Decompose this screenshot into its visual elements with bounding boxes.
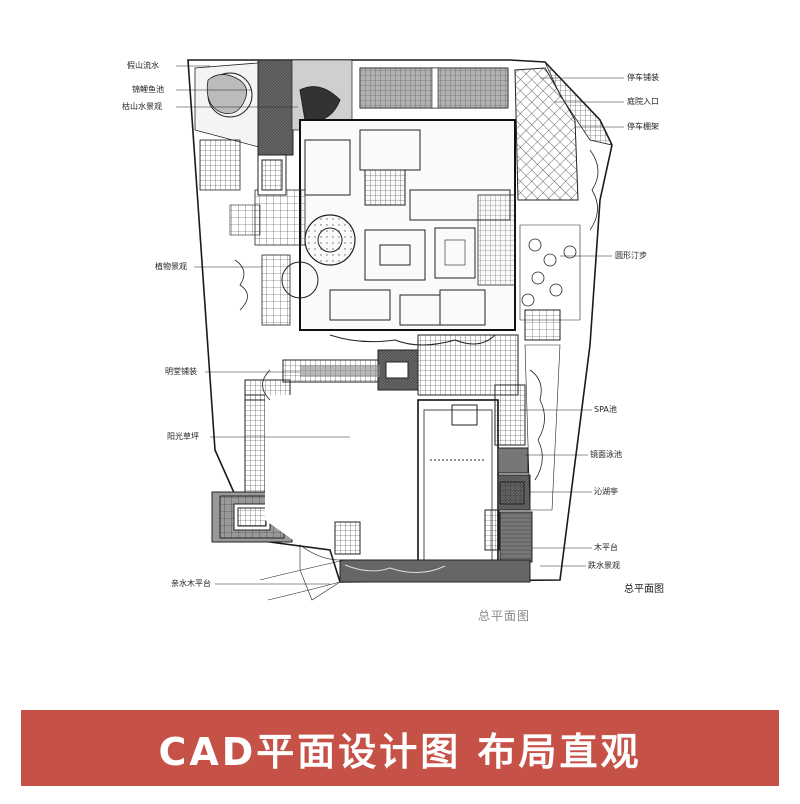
label-courtyard-entrance: 庭院入口	[627, 97, 659, 106]
label-forecourt-paving: 明堂铺装	[165, 367, 197, 376]
label-parking-canopy: 停车棚架	[627, 122, 659, 131]
wood-deck	[499, 511, 533, 563]
label-dry-landscape: 枯山水景观	[122, 102, 162, 111]
leader-lines-left	[176, 65, 350, 585]
label-rockery-waterfall: 假山流水	[127, 61, 159, 70]
round-table	[304, 214, 356, 266]
label-spa-pool: SPA池	[594, 405, 617, 414]
plan-title-right: 总平面图	[624, 584, 664, 595]
banner-text: CAD平面设计图 布局直观	[158, 729, 642, 774]
label-lakeside-pavilion: 沁湖亭	[594, 487, 618, 496]
leader-lines-right	[520, 77, 624, 567]
promo-banner: CAD平面设计图 布局直观	[21, 710, 779, 786]
label-cascade: 跌水景观	[588, 561, 620, 570]
label-plant-landscape: 植物景观	[155, 262, 187, 271]
plan-title-bottom: 总平面图	[478, 609, 531, 623]
label-wood-deck: 木平台	[594, 543, 618, 552]
dry-landscape-deck	[257, 59, 294, 156]
label-round-stepping-stones: 圆形汀步	[615, 251, 647, 260]
label-waterside-deck: 亲水木平台	[171, 579, 211, 588]
label-sunny-lawn: 阳光草坪	[167, 432, 199, 441]
label-mirror-pool: 镜面泳池	[590, 450, 622, 459]
label-parking-paving: 停车铺装	[627, 73, 659, 82]
parking-canopy	[514, 67, 579, 201]
label-koi-pond: 锦鲤鱼池	[132, 85, 164, 94]
sunny-lawn	[265, 395, 418, 545]
